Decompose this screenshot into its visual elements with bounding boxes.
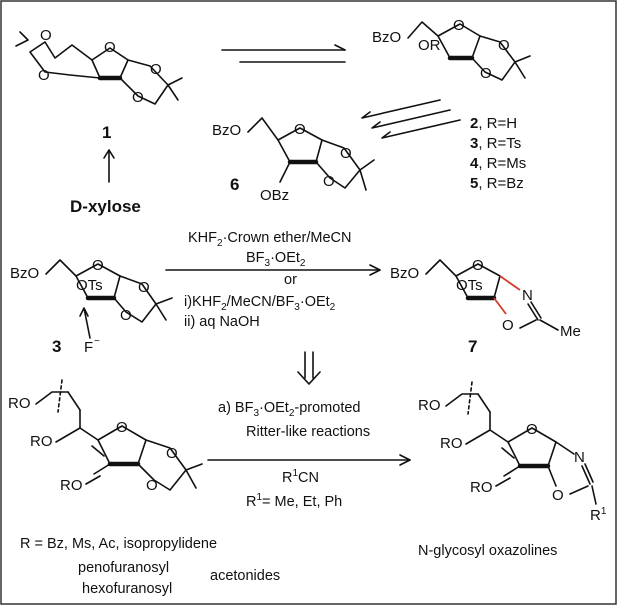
compound-2-5: BzO O OR O O [372, 17, 531, 82]
compound-labels-2-5: 2, R=H 3, R=Ts 4, R=Ms 5, R=Bz [470, 115, 526, 192]
svg-text:N-glycosyl oxazolines: N-glycosyl oxazolines [418, 543, 557, 559]
compound-6: BzO O OBz O O 6 [212, 117, 375, 204]
arrow-3-to-7 [165, 264, 381, 276]
compound-3: BzO O OTs O O F − 3 [10, 257, 173, 356]
svg-text:acetonides: acetonides [210, 568, 280, 584]
svg-text:Me: Me [560, 323, 581, 340]
svg-text:BzO: BzO [10, 265, 39, 282]
svg-text:2, R=H: 2, R=H [470, 115, 517, 132]
svg-text:R = Bz, Ms, Ac, isopropylidene: R = Bz, Ms, Ac, isopropylidene [20, 536, 217, 552]
svg-text:BzO: BzO [390, 265, 419, 282]
svg-text:RO: RO [418, 397, 441, 414]
svg-text:O: O [116, 419, 128, 436]
svg-text:O: O [472, 257, 484, 274]
arrows-to-6 [361, 99, 461, 139]
svg-text:RO: RO [440, 435, 463, 452]
svg-text:BzO: BzO [212, 122, 241, 139]
svg-text:OTs: OTs [76, 277, 103, 294]
svg-text:O: O [502, 317, 514, 334]
conditions-ritter: a) BF3·OEt2-promoted Ritter-like reactio… [218, 400, 370, 510]
svg-text:or: or [284, 272, 297, 288]
svg-text:O: O [526, 421, 538, 438]
svg-text:O: O [340, 145, 352, 162]
compound-1: O O O O O 1 [15, 27, 183, 142]
svg-text:4, R=Ms: 4, R=Ms [470, 155, 526, 172]
svg-text:R1: R1 [590, 506, 607, 524]
starting-acetonide: RO RO O RO O O [8, 379, 203, 494]
svg-text:O: O [480, 65, 492, 82]
svg-text:BzO: BzO [372, 29, 401, 46]
svg-text:5, R=Bz: 5, R=Bz [470, 175, 524, 192]
compound-7: BzO O OTs N O Me 7 [390, 257, 581, 356]
svg-text:R1CN: R1CN [282, 468, 319, 486]
svg-text:O: O [132, 89, 144, 106]
svg-text:N: N [522, 287, 533, 304]
svg-text:O: O [138, 279, 150, 296]
svg-text:D-xylose: D-xylose [70, 197, 141, 216]
svg-text:O: O [146, 477, 158, 494]
svg-text:O: O [92, 257, 104, 274]
svg-text:BF3·OEt2: BF3·OEt2 [246, 250, 306, 269]
svg-text:OR: OR [418, 37, 441, 54]
svg-text:RO: RO [30, 433, 53, 450]
svg-text:O: O [453, 17, 465, 34]
svg-text:O: O [120, 307, 132, 324]
svg-text:O: O [150, 61, 162, 78]
d-xylose-start: D-xylose [70, 149, 141, 216]
arrow-ritter [207, 454, 411, 466]
svg-text:R1= Me, Et, Ph: R1= Me, Et, Ph [246, 492, 342, 510]
svg-text:N: N [574, 449, 585, 466]
svg-text:O: O [166, 445, 178, 462]
svg-text:3: 3 [52, 337, 61, 356]
svg-text:6: 6 [230, 175, 239, 194]
svg-text:OBz: OBz [260, 187, 289, 204]
conditions-fluorination: KHF2·Crown ether/MeCN BF3·OEt2 or i)KHF2… [184, 230, 351, 330]
down-arrow [297, 351, 321, 385]
svg-text:3, R=Ts: 3, R=Ts [470, 135, 521, 152]
svg-text:penofuranosyl: penofuranosyl [78, 560, 169, 576]
svg-text:KHF2·Crown ether/MeCN: KHF2·Crown ether/MeCN [188, 230, 351, 249]
footer-labels: R = Bz, Ms, Ac, isopropylidene N-glycosy… [20, 536, 557, 597]
svg-text:ii) aq NaOH: ii) aq NaOH [184, 314, 260, 330]
svg-text:O: O [294, 121, 306, 138]
product-oxazoline: RO RO O RO N O R1 [418, 381, 607, 524]
svg-text:i)KHF2/MeCN/BF3·OEt2: i)KHF2/MeCN/BF3·OEt2 [184, 294, 336, 313]
svg-text:−: − [94, 336, 100, 347]
svg-text:RO: RO [60, 477, 83, 494]
svg-text:RO: RO [8, 395, 31, 412]
svg-text:F: F [84, 339, 93, 356]
svg-text:1: 1 [102, 123, 111, 142]
svg-text:RO: RO [470, 479, 493, 496]
svg-text:Ritter-like reactions: Ritter-like reactions [246, 424, 370, 440]
svg-text:O: O [40, 27, 52, 44]
svg-text:a) BF3·OEt2-promoted: a) BF3·OEt2-promoted [218, 400, 360, 419]
equilibrium-arrow-top [221, 44, 346, 63]
svg-text:O: O [38, 67, 50, 84]
svg-text:O: O [323, 173, 335, 190]
svg-text:OTs: OTs [456, 277, 483, 294]
svg-text:hexofuranosyl: hexofuranosyl [82, 581, 172, 597]
svg-text:O: O [552, 487, 564, 504]
svg-text:7: 7 [468, 337, 477, 356]
svg-text:O: O [498, 37, 510, 54]
svg-text:O: O [104, 39, 116, 56]
